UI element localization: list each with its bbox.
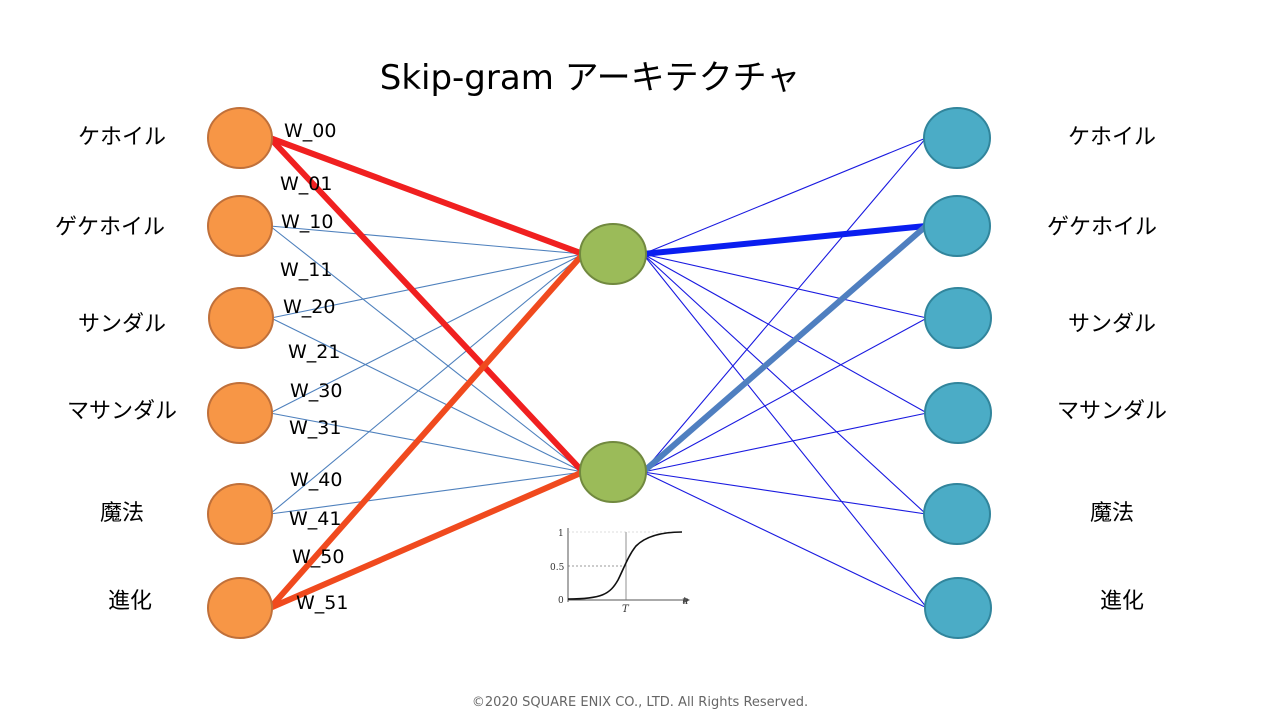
input-node-0 [207,107,273,169]
weight-label-w11: W_11 [280,259,333,281]
output-word-1: ゲケホイル [1046,215,1157,240]
edge-h1-out4 [642,471,927,515]
input-word-5: 進化 [107,589,152,614]
edge-in4-h0 [269,253,584,515]
output-word-5: 進化 [1099,589,1144,614]
output-word-0: ケホイル [1067,125,1156,150]
input-word-3: マサンダル [66,399,177,424]
sigmoid-inset: 1 0.5 0 T u [550,528,690,615]
input-node-4 [207,483,273,545]
output-word-2: サンダル [1067,312,1156,337]
input-word-2: サンダル [77,312,166,337]
weight-label-w10: W_10 [281,211,334,233]
edge-in3-h1 [269,412,584,473]
output-node-5 [924,577,992,639]
weight-label-w40: W_40 [290,469,343,491]
edge-in2-h0 [270,253,584,319]
edge-in1-h0 [269,225,584,255]
edge-in5-h1 [267,469,586,611]
edge-h1-out2 [642,317,928,473]
nodes-layer [207,107,992,639]
sigmoid-curve [567,531,683,600]
output-word-4: 魔法 [1089,501,1134,526]
copyright-footer: ©2020 SQUARE ENIX CO., LTD. All Rights R… [471,695,809,710]
edge-h0-out5 [642,253,928,609]
hidden-node-1 [579,441,647,503]
weight-label-w50: W_50 [292,546,345,568]
edge-in2-h1 [270,317,584,473]
weight-label-w01: W_01 [280,173,333,195]
edge-h1-out5 [642,471,928,609]
edge-h0-out4 [642,253,927,515]
input-word-1: ゲケホイル [54,215,165,240]
output-node-1 [923,195,991,257]
weight-label-w31: W_31 [289,417,342,439]
input-word-0: ケホイル [77,125,166,150]
edge-in4-h1 [269,471,584,515]
edge-in0-h1 [267,135,586,475]
weight-label-w41: W_41 [289,508,342,530]
sigmoid-tick-1: 1 [558,529,564,539]
sigmoid-tick-0: 0 [558,596,564,606]
edge-h0-out3 [642,253,928,414]
output-node-2 [924,287,992,349]
edges-layer [267,135,929,611]
sigmoid-x-arrow [684,597,690,603]
output-node-0 [923,107,991,169]
edge-h1-out1 [640,223,929,475]
input-node-5 [207,577,273,639]
output-node-3 [924,382,992,444]
edge-in1-h1 [269,225,584,473]
weight-label-w30: W_30 [290,380,343,402]
edge-in3-h0 [269,253,584,414]
edge-h1-out3 [642,412,928,473]
slide-title: Skip-gram アーキテクチャ [379,58,801,98]
input-word-4: 魔法 [99,501,144,526]
edge-in0-h0 [267,135,586,257]
sigmoid-t-label: T [622,604,630,615]
sigmoid-tick-half: 0.5 [550,563,565,573]
edge-in5-h0 [267,251,586,611]
edge-h0-out0 [642,137,927,255]
sigmoid-u-label: u [682,596,688,607]
weight-label-w21: W_21 [288,341,341,363]
edge-h1-out0 [642,137,927,473]
input-node-2 [208,287,274,349]
input-node-3 [207,382,273,444]
output-word-3: マサンダル [1056,399,1167,424]
weight-label-w20: W_20 [283,296,336,318]
output-node-4 [923,483,991,545]
edge-h0-out2 [642,253,928,319]
input-node-1 [207,195,273,257]
hidden-node-0 [579,223,647,285]
weight-label-w00: W_00 [284,120,337,142]
edge-h0-out1 [640,223,929,257]
weight-label-w51: W_51 [296,592,349,614]
